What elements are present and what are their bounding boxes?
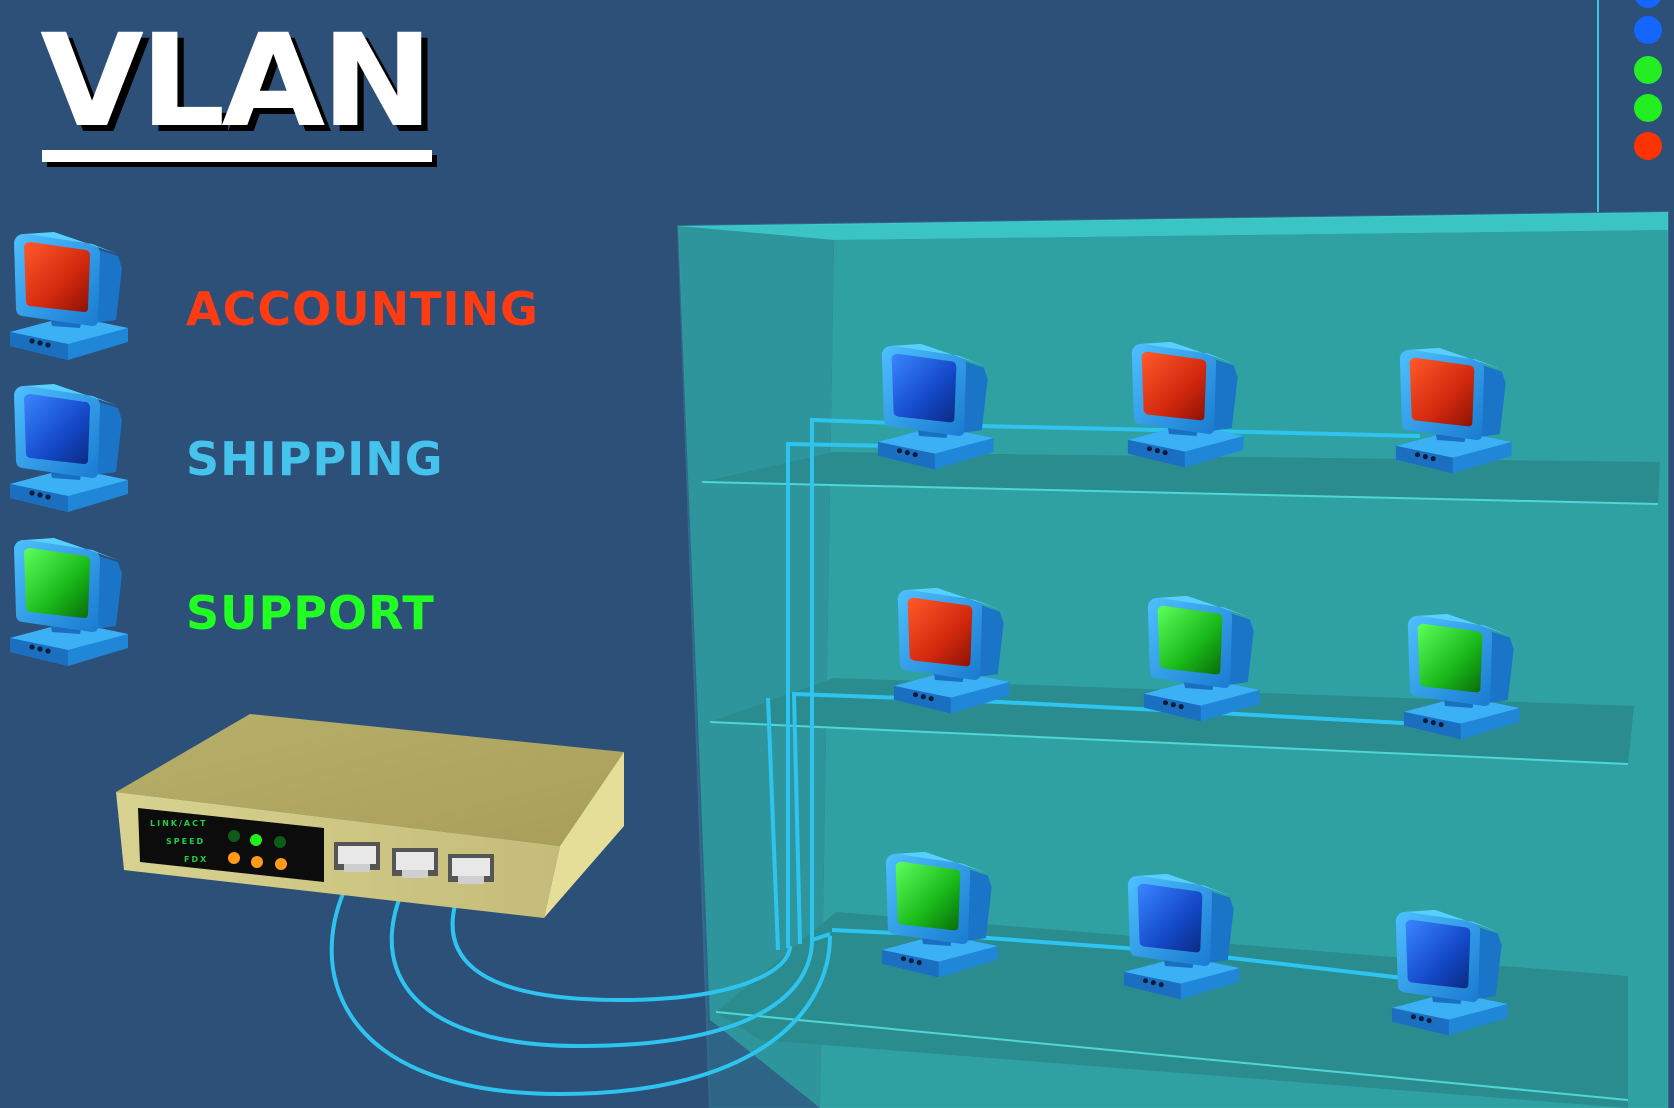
screen-red [24,242,90,312]
computer-red-icon [10,232,128,360]
rack-computer-r3-c2 [1123,873,1240,1000]
panel-label-link: LINK/ACT [150,819,207,828]
computer-blue-icon [10,384,128,512]
screen-red [1141,351,1207,421]
screen-blue [1137,883,1203,953]
led-green-dim-2 [274,836,286,848]
network-switch: LINK/ACT SPEED FDX [116,714,624,918]
rack-top [678,212,1668,240]
rack-computer-r1-c3 [1395,347,1512,474]
indicator-dot-3 [1634,56,1662,84]
indicator-dots [1634,0,1662,160]
title-underline [42,150,432,162]
led-orange-1 [228,852,240,864]
legend-label-accounting: ACCOUNTING [186,282,539,336]
led-orange-2 [251,856,263,868]
rack-computer-r3-c3 [1391,909,1508,1036]
switch-side [544,752,624,918]
rack-left-side [678,226,834,1108]
rack-computer-r2-c2 [1143,595,1260,722]
switch-cables [329,866,832,1097]
screen-green [1157,605,1223,675]
rack-computer-r3-c1 [881,851,998,978]
screen-red [1409,357,1475,427]
screen-green [1417,623,1483,693]
screen-blue [891,353,957,423]
screen-blue [1405,919,1471,989]
screen-green [895,861,961,931]
screen-blue [24,394,90,464]
panel-label-speed: SPEED [166,837,205,846]
rack-computer-r1-c2 [1127,341,1244,468]
screen-red [907,597,973,667]
screen-green [24,548,90,618]
switch-port-3 [448,854,494,884]
indicator-dot-5 [1634,132,1662,160]
vlan-title: VLAN [40,7,434,156]
panel-label-fdx: FDX [184,855,208,864]
rack-computer-r2-c3 [1403,613,1520,740]
switch-port-1 [334,842,380,872]
switch-top [116,714,624,846]
rack-computer-r2-c1 [893,587,1010,714]
legend-label-shipping: SHIPPING [186,432,444,486]
computers [10,232,1520,1036]
computer-green-icon [10,538,128,666]
led-green-1 [250,834,262,846]
switch-port-2 [392,848,438,878]
legend-label-support: SUPPORT [186,586,435,640]
indicator-dot-2 [1634,16,1662,44]
led-orange-3 [275,858,287,870]
indicator-dot-1 [1635,0,1661,8]
indicator-dot-4 [1634,94,1662,122]
led-green-dim-1 [228,830,240,842]
rack-computer-r1-c1 [877,343,994,470]
